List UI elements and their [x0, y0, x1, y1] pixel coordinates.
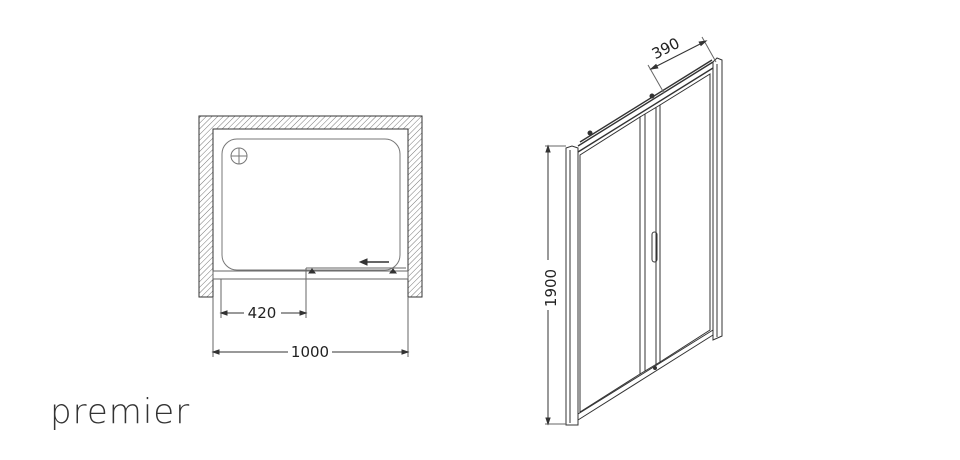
wall-hatch: [198, 115, 423, 298]
fixed-panel: [579, 116, 641, 413]
opening-width-label: 1000: [291, 343, 329, 361]
door-width-label: 420: [248, 304, 277, 322]
left-wall-profile: [565, 145, 579, 426]
sliding-panel: [659, 73, 711, 363]
shower-tray: [221, 138, 401, 271]
center-frame: [639, 104, 661, 375]
right-wall-profile: [712, 57, 723, 341]
brand-logo: premier: [50, 392, 191, 432]
bottom-rail: [577, 329, 714, 421]
door-handle: [651, 231, 658, 263]
sliding-direction-arrow-icon: [358, 258, 389, 266]
drain-icon: [230, 147, 248, 165]
elevation-view: [545, 36, 723, 426]
top-rail: [577, 59, 714, 153]
depth-label: 390: [649, 34, 683, 63]
plan-view: [198, 115, 423, 357]
height-label: 1900: [542, 269, 560, 307]
